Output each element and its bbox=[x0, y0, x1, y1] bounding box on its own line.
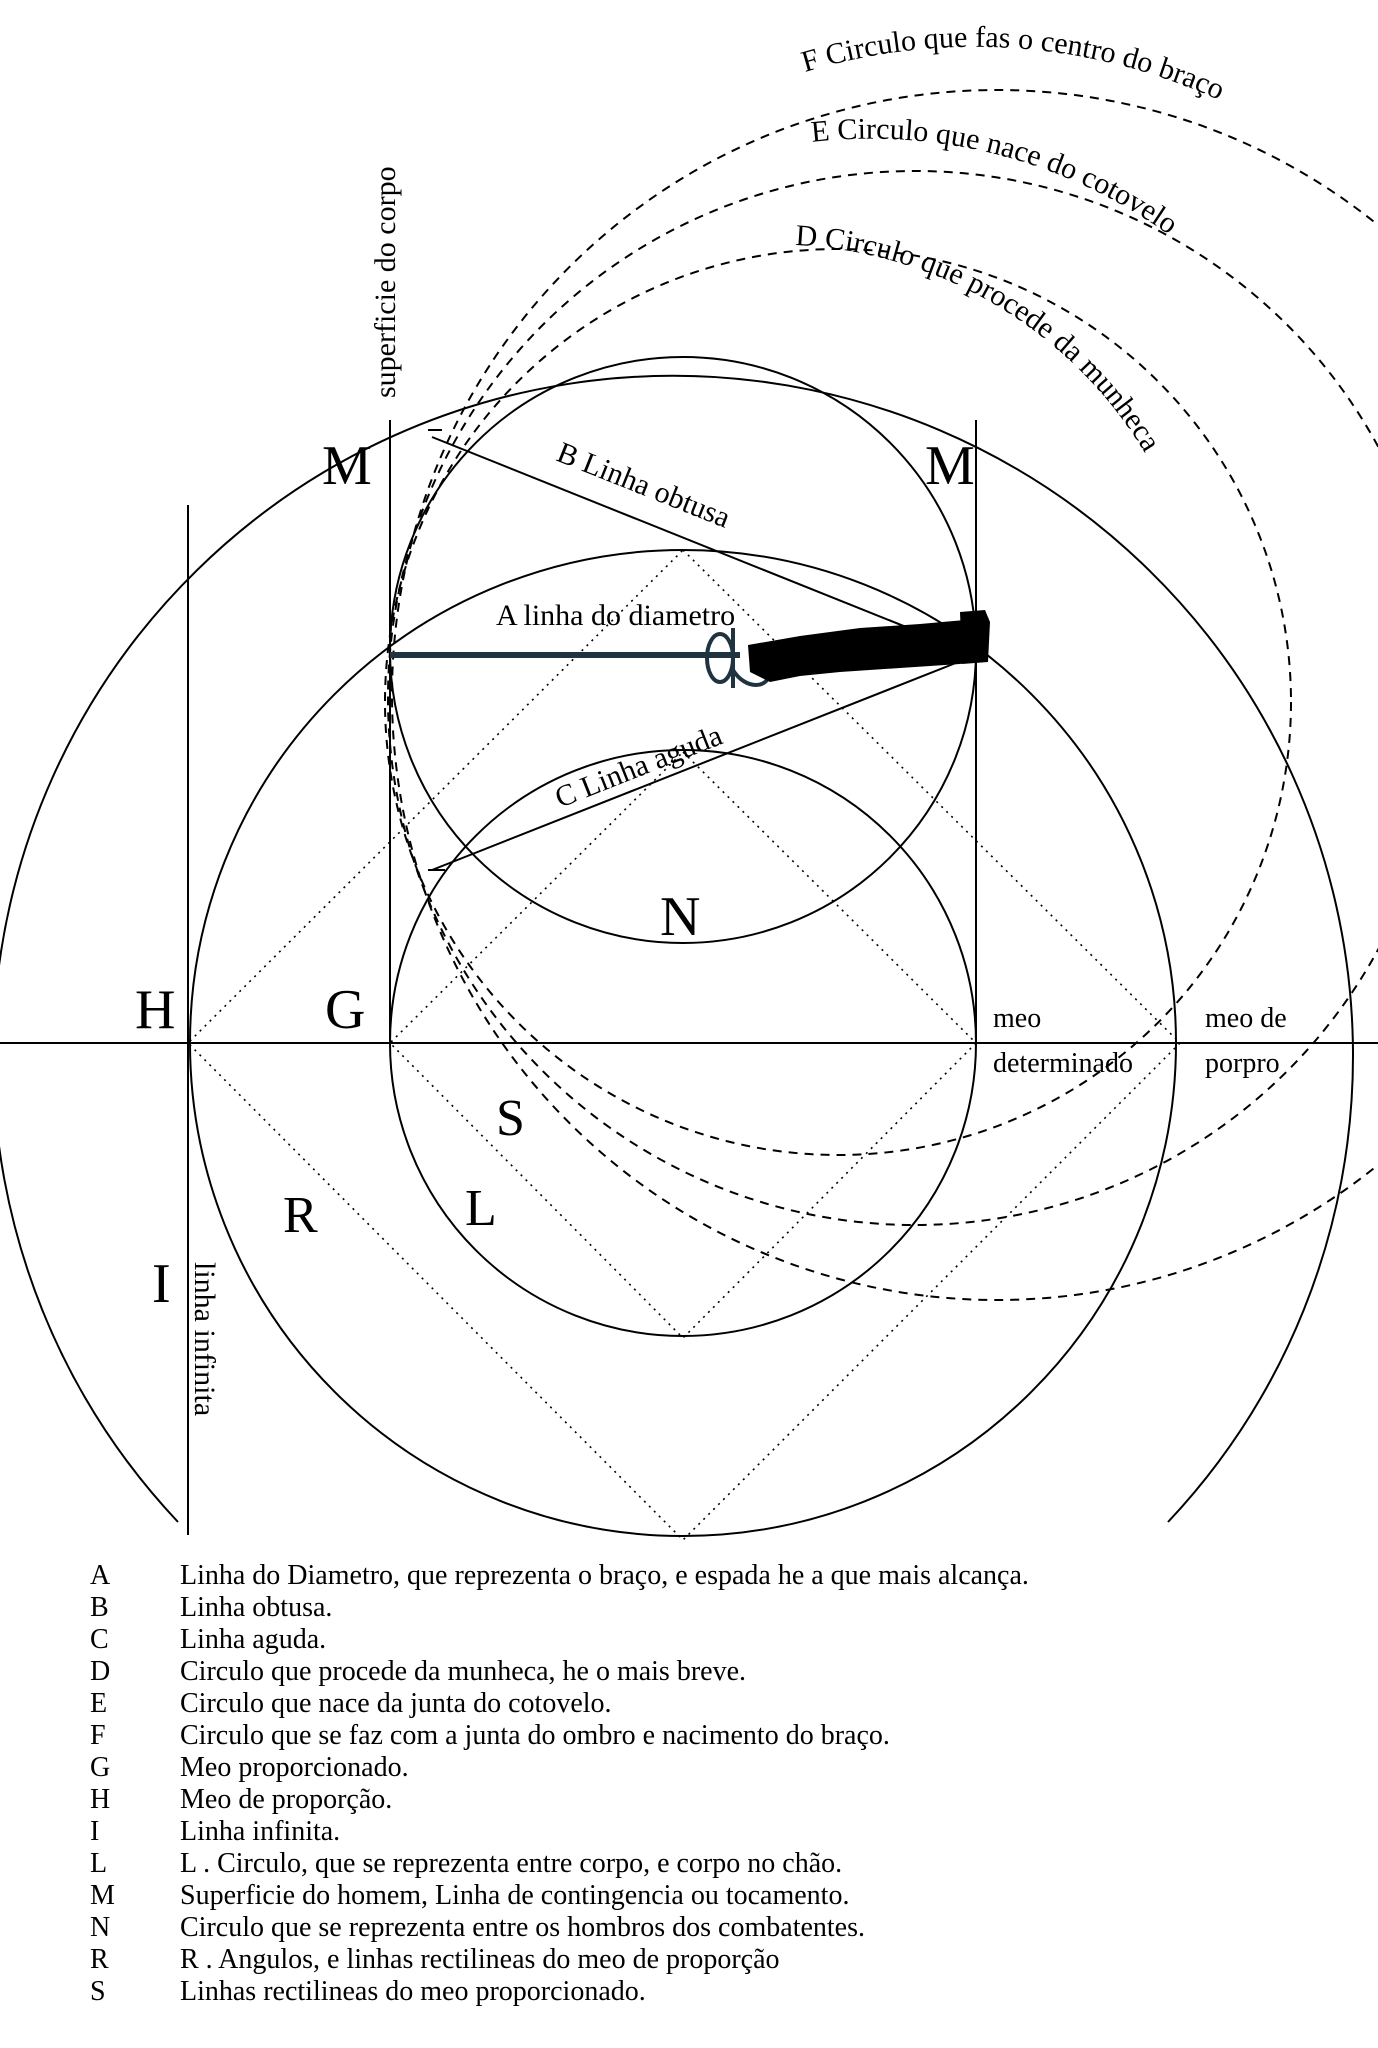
label-circle-d: D Circulo que procede da munheca bbox=[794, 219, 1167, 457]
legend-key: C bbox=[90, 1624, 109, 1655]
legend-desc: Meo de proporção. bbox=[180, 1784, 393, 1815]
legend-key: I bbox=[90, 1816, 100, 1847]
label-line-c: C Linha aguda bbox=[550, 719, 726, 815]
outer-circle-arc bbox=[0, 374, 1354, 1523]
legend-row: G Meo proporcionado. bbox=[90, 1752, 1330, 1784]
legend-key: S bbox=[90, 1976, 106, 2007]
legend-row: B Linha obtusa. bbox=[90, 1592, 1330, 1624]
letter-m-right: M bbox=[925, 435, 975, 497]
letter-h: H bbox=[135, 979, 175, 1041]
legend-desc: Linha obtusa. bbox=[180, 1592, 333, 1623]
legend-row: C Linha aguda. bbox=[90, 1624, 1330, 1656]
legend-desc: Linhas rectilineas do meo proporcionado. bbox=[180, 1976, 646, 2007]
letter-i: I bbox=[152, 1253, 171, 1315]
legend-key: M bbox=[90, 1880, 115, 1911]
legend-desc: R . Angulos, e linhas rectilineas do meo… bbox=[180, 1944, 780, 1975]
legend-desc: Linha infinita. bbox=[180, 1816, 341, 1847]
label-meo: meo bbox=[993, 1003, 1041, 1034]
legend-row: M Superficie do homem, Linha de continge… bbox=[90, 1880, 1330, 1912]
legend-row: H Meo de proporção. bbox=[90, 1784, 1330, 1816]
arm-silhouette-icon bbox=[748, 618, 985, 682]
circle-d bbox=[384, 248, 1292, 1156]
line-b-obtusa bbox=[431, 436, 977, 656]
label-meo-de: meo de bbox=[1205, 1003, 1287, 1034]
legend-key: D bbox=[90, 1656, 111, 1687]
legend-key: N bbox=[90, 1912, 111, 1943]
legend-key: F bbox=[90, 1720, 106, 1751]
label-circle-f: F Circulo que fas o centro do braço bbox=[798, 21, 1230, 107]
legend-row: D Circulo que procede da munheca, he o m… bbox=[90, 1656, 1330, 1688]
letter-l: L bbox=[465, 1180, 497, 1237]
letter-m-left: M bbox=[322, 435, 372, 497]
legend-key: E bbox=[90, 1688, 108, 1719]
legend-key: L bbox=[90, 1848, 108, 1879]
label-linha-infinita: linha infinita bbox=[188, 1262, 221, 1416]
legend-row: R R . Angulos, e linhas rectilineas do m… bbox=[90, 1944, 1330, 1976]
letter-n: N bbox=[660, 886, 700, 948]
legend-row: L L . Circulo, que se reprezenta entre c… bbox=[90, 1848, 1330, 1880]
legend-desc: Circulo que se reprezenta entre os hombr… bbox=[180, 1912, 866, 1943]
legend-desc: Meo proporcionado. bbox=[180, 1752, 409, 1783]
legend-desc: Circulo que se faz com a junta do ombro … bbox=[180, 1720, 890, 1751]
legend-desc: Linha do Diametro, que reprezenta o braç… bbox=[180, 1560, 1029, 1591]
letter-s: S bbox=[496, 1090, 525, 1147]
letter-r: R bbox=[283, 1187, 318, 1244]
label-line-b: B Linha obtusa bbox=[552, 436, 734, 535]
circle-e bbox=[387, 170, 1378, 1226]
legend-row: I Linha infinita. bbox=[90, 1816, 1330, 1848]
legend-key: R bbox=[90, 1944, 109, 1975]
legend-key: A bbox=[90, 1560, 111, 1591]
legend-desc: Superficie do homem, Linha de contingenc… bbox=[180, 1880, 850, 1911]
legend-row: S Linhas rectilineas do meo proporcionad… bbox=[90, 1976, 1330, 2008]
fencing-geometry-diagram: F Circulo que fas o centro do braço E Ci… bbox=[0, 21, 1378, 1540]
letter-g: G bbox=[325, 979, 365, 1041]
legend-desc: Circulo que nace da junta do cotovelo. bbox=[180, 1688, 612, 1719]
label-determinado: determinado bbox=[993, 1048, 1133, 1079]
arm-cuff-icon bbox=[960, 610, 990, 664]
legend-desc: Linha aguda. bbox=[180, 1624, 327, 1655]
label-porpro: porpro bbox=[1205, 1048, 1280, 1079]
legend-key: H bbox=[90, 1784, 111, 1815]
legend-desc: L . Circulo, que se reprezenta entre cor… bbox=[180, 1848, 843, 1879]
legend-key: B bbox=[90, 1592, 109, 1623]
legend-row: E Circulo que nace da junta do cotovelo. bbox=[90, 1688, 1330, 1720]
label-superficie: superficie do corpo bbox=[369, 166, 402, 398]
legend: A Linha do Diametro, que reprezenta o br… bbox=[90, 1560, 1330, 2008]
circle-f bbox=[391, 89, 1378, 1301]
legend-desc: Circulo que procede da munheca, he o mai… bbox=[180, 1656, 747, 1687]
diamond-inner bbox=[388, 750, 978, 1340]
line-c-aguda bbox=[431, 654, 977, 871]
legend-row: A Linha do Diametro, que reprezenta o br… bbox=[90, 1560, 1330, 1592]
legend-key: G bbox=[90, 1752, 111, 1783]
legend-row: N Circulo que se reprezenta entre os hom… bbox=[90, 1912, 1330, 1944]
legend-row: F Circulo que se faz com a junta do ombr… bbox=[90, 1720, 1330, 1752]
label-line-a: A linha do diametro bbox=[496, 599, 735, 632]
